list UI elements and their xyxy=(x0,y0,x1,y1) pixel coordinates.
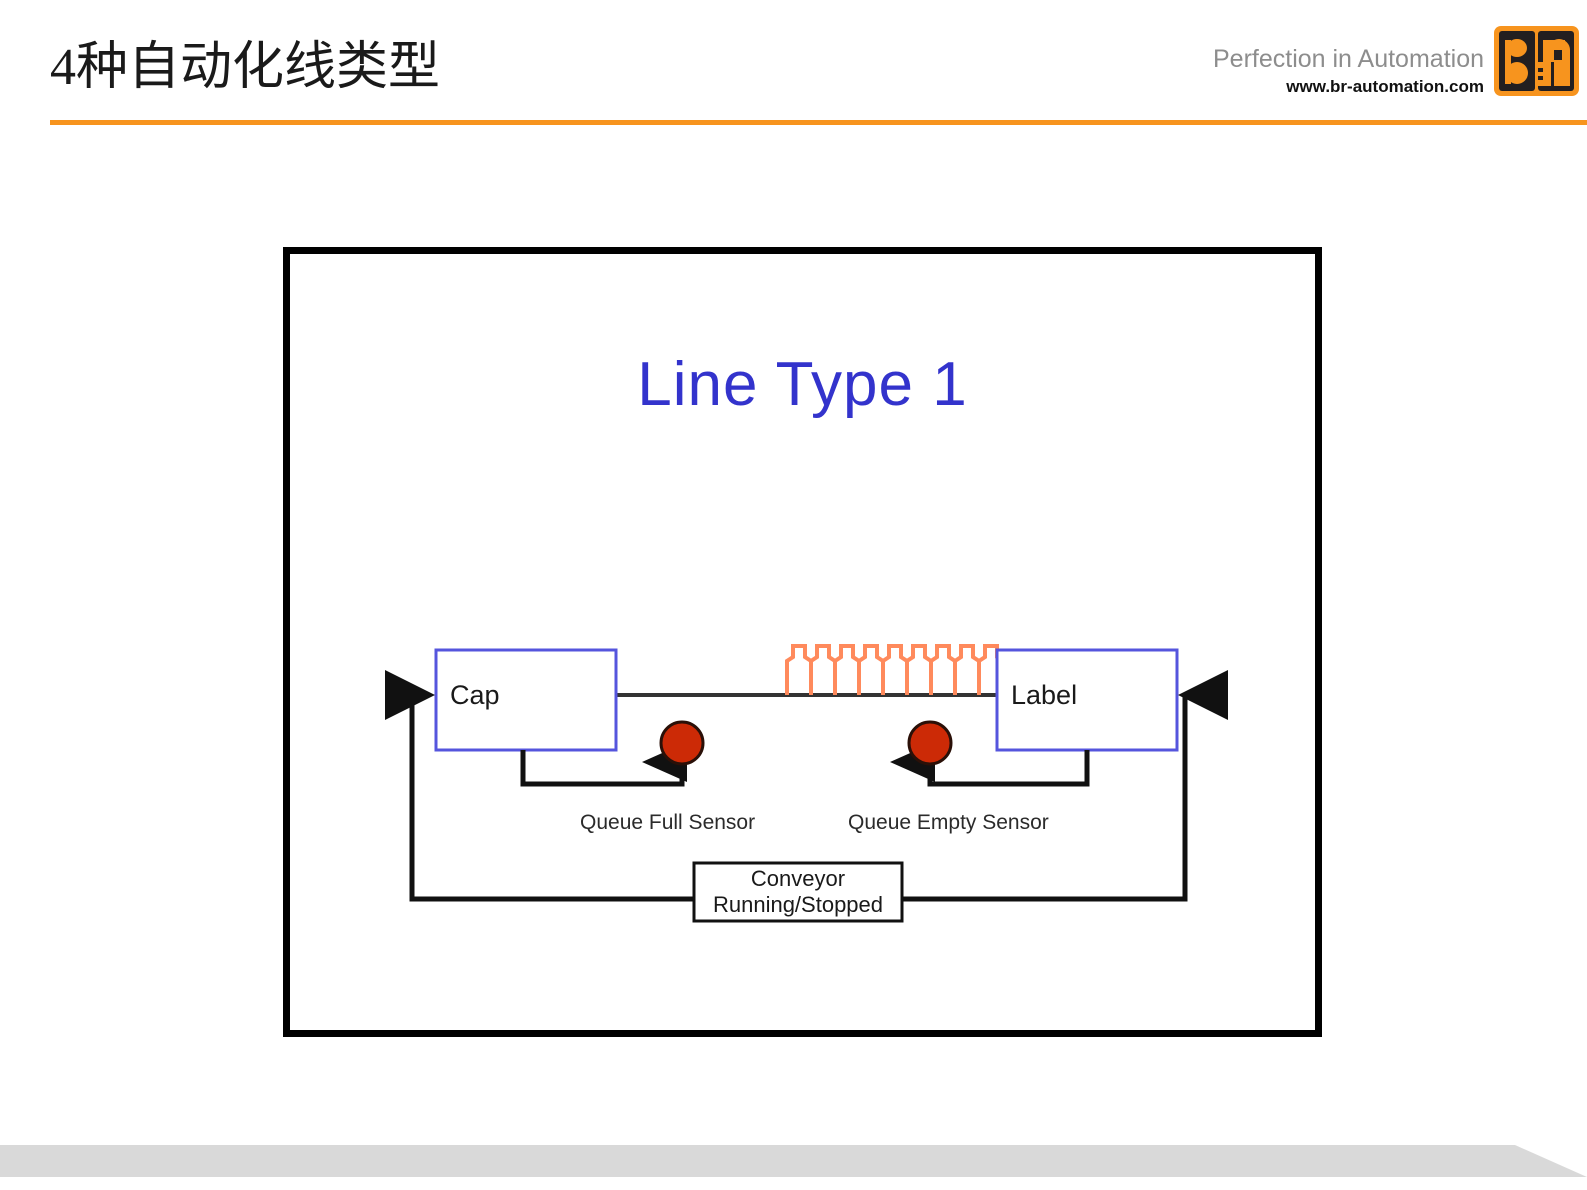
brand-text: Perfection in Automation www.br-automati… xyxy=(1213,26,1494,98)
slide-footer-band xyxy=(0,1145,1587,1177)
bottle-icon xyxy=(833,644,861,695)
feedback-loop-right xyxy=(902,670,1228,902)
queue-empty-sensor-icon xyxy=(907,720,953,766)
bottle-group xyxy=(785,644,1005,695)
bottle-icon xyxy=(809,644,837,695)
queue-full-sensor-caption: Queue Full Sensor xyxy=(580,811,756,834)
bottle-icon xyxy=(953,644,981,695)
bottle-icon xyxy=(929,644,957,695)
queue-full-sensor-wire xyxy=(520,742,687,787)
bottle-icon xyxy=(785,644,813,695)
conveyor-state-label-line1: Conveyor xyxy=(750,866,846,891)
conveyor-state-box xyxy=(692,861,904,923)
diagram-frame: Line Type 1 xyxy=(283,247,1322,1037)
bottle-icon xyxy=(881,644,909,695)
diagram-title: Line Type 1 xyxy=(637,350,968,419)
queue-empty-sensor-wire xyxy=(890,742,1090,787)
queue-full-sensor-icon xyxy=(659,720,705,766)
bottle-icon xyxy=(857,644,885,695)
brand-tagline: Perfection in Automation xyxy=(1213,45,1484,73)
brand-block: Perfection in Automation www.br-automati… xyxy=(1213,26,1587,102)
brand-url: www.br-automation.com xyxy=(1286,77,1484,96)
queue-empty-sensor-caption: Queue Empty Sensor xyxy=(848,811,1049,834)
bottle-icon xyxy=(905,644,933,695)
diagram-canvas xyxy=(385,644,1228,923)
feedback-loop-left xyxy=(385,670,694,902)
header-orange-rule xyxy=(50,120,1587,125)
slide-header: 4种自动化线类型 Perfection in Automation www.br… xyxy=(0,0,1587,128)
br-automation-logo-icon xyxy=(1494,26,1579,96)
conveyor-state-label-line2: Running/Stopped xyxy=(712,892,884,917)
label-machine-box xyxy=(995,648,1179,752)
page-title: 4种自动化线类型 xyxy=(50,39,441,96)
label-machine-label: Label xyxy=(1011,680,1078,710)
cap-machine-label: Cap xyxy=(450,680,500,710)
cap-machine-box xyxy=(434,648,618,752)
